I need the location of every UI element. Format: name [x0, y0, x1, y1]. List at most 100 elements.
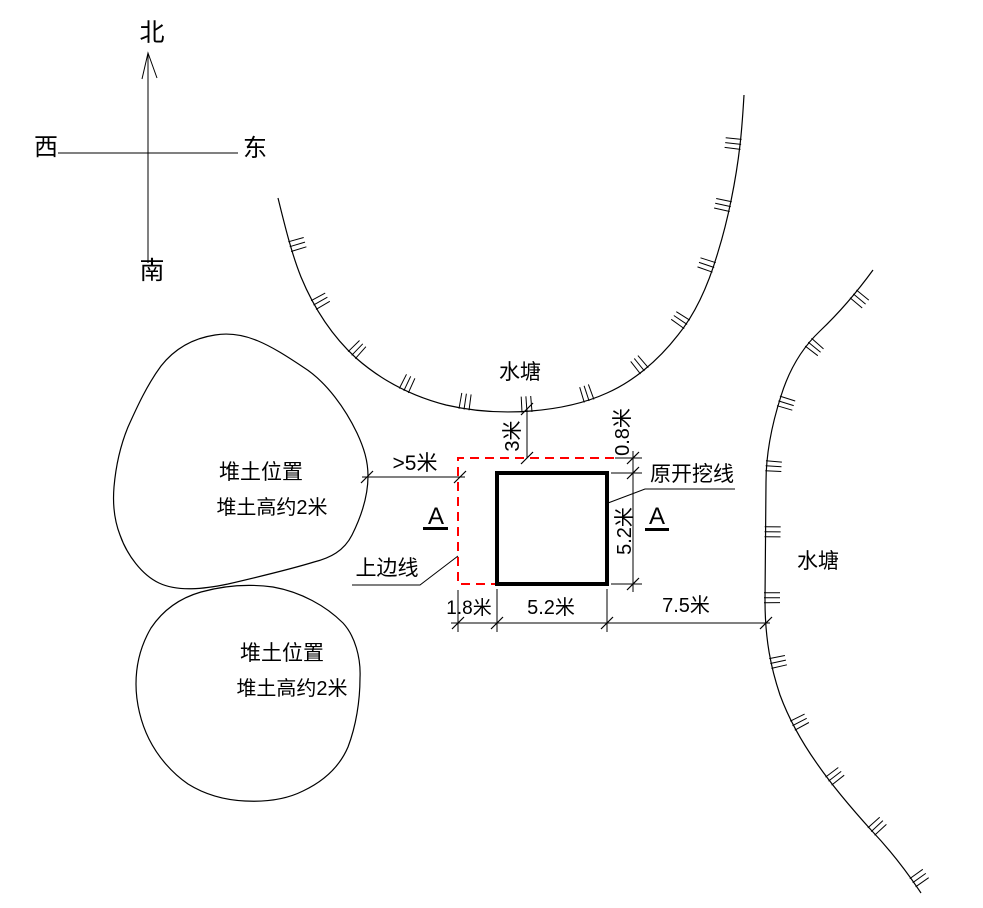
compass-east-label: 东 — [243, 135, 267, 162]
shore-hatch-tick — [458, 392, 463, 409]
shore-hatch-tick — [630, 361, 641, 375]
soil-pile-2: 堆土位置 堆土高约2米 — [135, 584, 361, 802]
soil-pile-1-outline — [112, 333, 369, 590]
dimension-tick — [626, 577, 640, 591]
shore-hatch-tick — [779, 395, 796, 402]
shore-hatch-tick — [792, 717, 807, 727]
dimension-tick — [626, 451, 640, 465]
shore-hatch-tick — [520, 396, 523, 413]
shore-hatch-tick — [867, 816, 881, 829]
shore-hatch-tick — [403, 376, 412, 392]
shore-hatch-tick — [354, 346, 367, 360]
section-mark-a-right: A — [645, 503, 669, 531]
shore-hatch-tick — [583, 385, 590, 402]
pond-east-shoreline — [764, 269, 922, 894]
shore-hatch-tick — [794, 722, 810, 731]
dimension-tick — [600, 616, 614, 630]
shore-hatch-tick — [870, 820, 884, 832]
dimension-tick — [520, 451, 534, 465]
dimension-tick — [490, 616, 504, 630]
pond-east-label: 水塘 — [797, 550, 839, 573]
pond-east-shore-hatching — [763, 289, 929, 888]
shore-hatch-tick — [468, 394, 472, 411]
shore-hatch-tick — [874, 824, 887, 836]
shore-hatch-tick — [770, 659, 787, 664]
soil-pile-1: 堆土位置 堆土高约2米 — [112, 333, 369, 590]
shore-hatch-tick — [811, 337, 824, 350]
soil-pile-2-label-line2: 堆土高约2米 — [236, 677, 347, 700]
dimension-pile-clearance: >5米 — [360, 452, 467, 484]
section-mark-a-left: A — [423, 503, 448, 530]
shore-hatch-tick — [725, 137, 742, 140]
dimension-tick — [626, 466, 640, 480]
shore-hatch-tick — [765, 470, 782, 472]
shore-hatch-tick — [776, 405, 793, 411]
new-excavation-dashed-line — [457, 457, 614, 585]
shore-hatch-tick — [725, 142, 742, 145]
section-mark-a-left-letter: A — [428, 503, 444, 530]
dim-top-offset-label: 0.8米 — [611, 408, 634, 456]
shore-hatch-tick — [310, 292, 326, 302]
original-excavation-callout: 原开挖线 — [607, 463, 735, 504]
pond-top-shore-hatching — [288, 137, 742, 413]
original-excavation-label: 原开挖线 — [650, 463, 734, 486]
shore-hatch-tick — [289, 241, 306, 248]
shore-hatch-tick — [463, 393, 467, 410]
dimension-tick — [360, 470, 374, 484]
dim-pond-clearance-label: 3米 — [501, 420, 524, 451]
dimension-tick — [453, 470, 467, 484]
shore-hatch-tick — [856, 289, 870, 301]
pond-top: 水塘 — [277, 94, 745, 413]
section-mark-underline — [423, 527, 448, 530]
dim-right-to-pond-label: 7.5米 — [662, 594, 710, 617]
upper-edge-line-callout: 上边线 — [352, 555, 459, 586]
shore-hatch-tick — [831, 774, 845, 786]
soil-pile-2-label-line1: 堆土位置 — [240, 642, 324, 665]
dimension-tick — [451, 616, 465, 630]
shore-hatch-tick — [769, 655, 785, 660]
shore-hatch-tick — [676, 311, 691, 321]
shore-hatch-tick — [637, 355, 649, 369]
shore-hatch-tick — [713, 207, 730, 212]
shore-hatch-tick — [351, 343, 364, 356]
shore-hatch-tick — [716, 198, 732, 203]
shore-hatch-tick — [347, 340, 360, 353]
section-mark-a-right-letter: A — [649, 503, 665, 530]
dimension-tick — [759, 616, 773, 630]
shore-hatch-tick — [697, 266, 713, 273]
shore-hatch-tick — [909, 868, 924, 880]
shore-hatch-tick — [789, 713, 805, 722]
compass-north-label: 北 — [139, 19, 164, 47]
upper-edge-line-label: 上边线 — [356, 557, 419, 580]
section-mark-underline — [645, 528, 669, 531]
pond-top-shoreline — [277, 94, 745, 413]
dim-pile-clearance-label: >5米 — [393, 452, 438, 475]
shore-hatch-tick — [771, 664, 788, 669]
leader-line — [352, 555, 459, 586]
dim-pit-width-label: 5.2米 — [527, 596, 575, 619]
shore-hatch-tick — [715, 202, 731, 208]
dimension-bottom-chain: 1.8米 5.2米 7.5米 — [446, 589, 773, 632]
compass-south-label: 南 — [139, 257, 164, 285]
compass: 北 西 东 南 — [34, 19, 267, 285]
shore-hatch-tick — [807, 341, 821, 353]
original-excavation-outline — [495, 471, 609, 586]
shore-hatch-tick — [912, 872, 927, 884]
soil-pile-1-label-line2: 堆土高约2米 — [216, 496, 327, 519]
shore-hatch-tick — [700, 257, 716, 264]
shore-hatch-tick — [670, 318, 685, 330]
dim-left-offset-label: 1.8米 — [446, 597, 491, 619]
dimension-right-chain: 0.8米 5.2米 — [611, 408, 642, 592]
shore-hatch-tick — [828, 771, 842, 782]
shore-hatch-tick — [825, 767, 839, 778]
shore-hatch-tick — [579, 387, 585, 403]
shore-hatch-tick — [849, 297, 863, 309]
shore-hatch-tick — [290, 246, 307, 252]
shore-hatch-tick — [313, 296, 328, 306]
shore-hatch-tick — [852, 293, 866, 305]
north-arrow-icon — [141, 51, 158, 80]
shore-hatch-tick — [673, 315, 688, 325]
